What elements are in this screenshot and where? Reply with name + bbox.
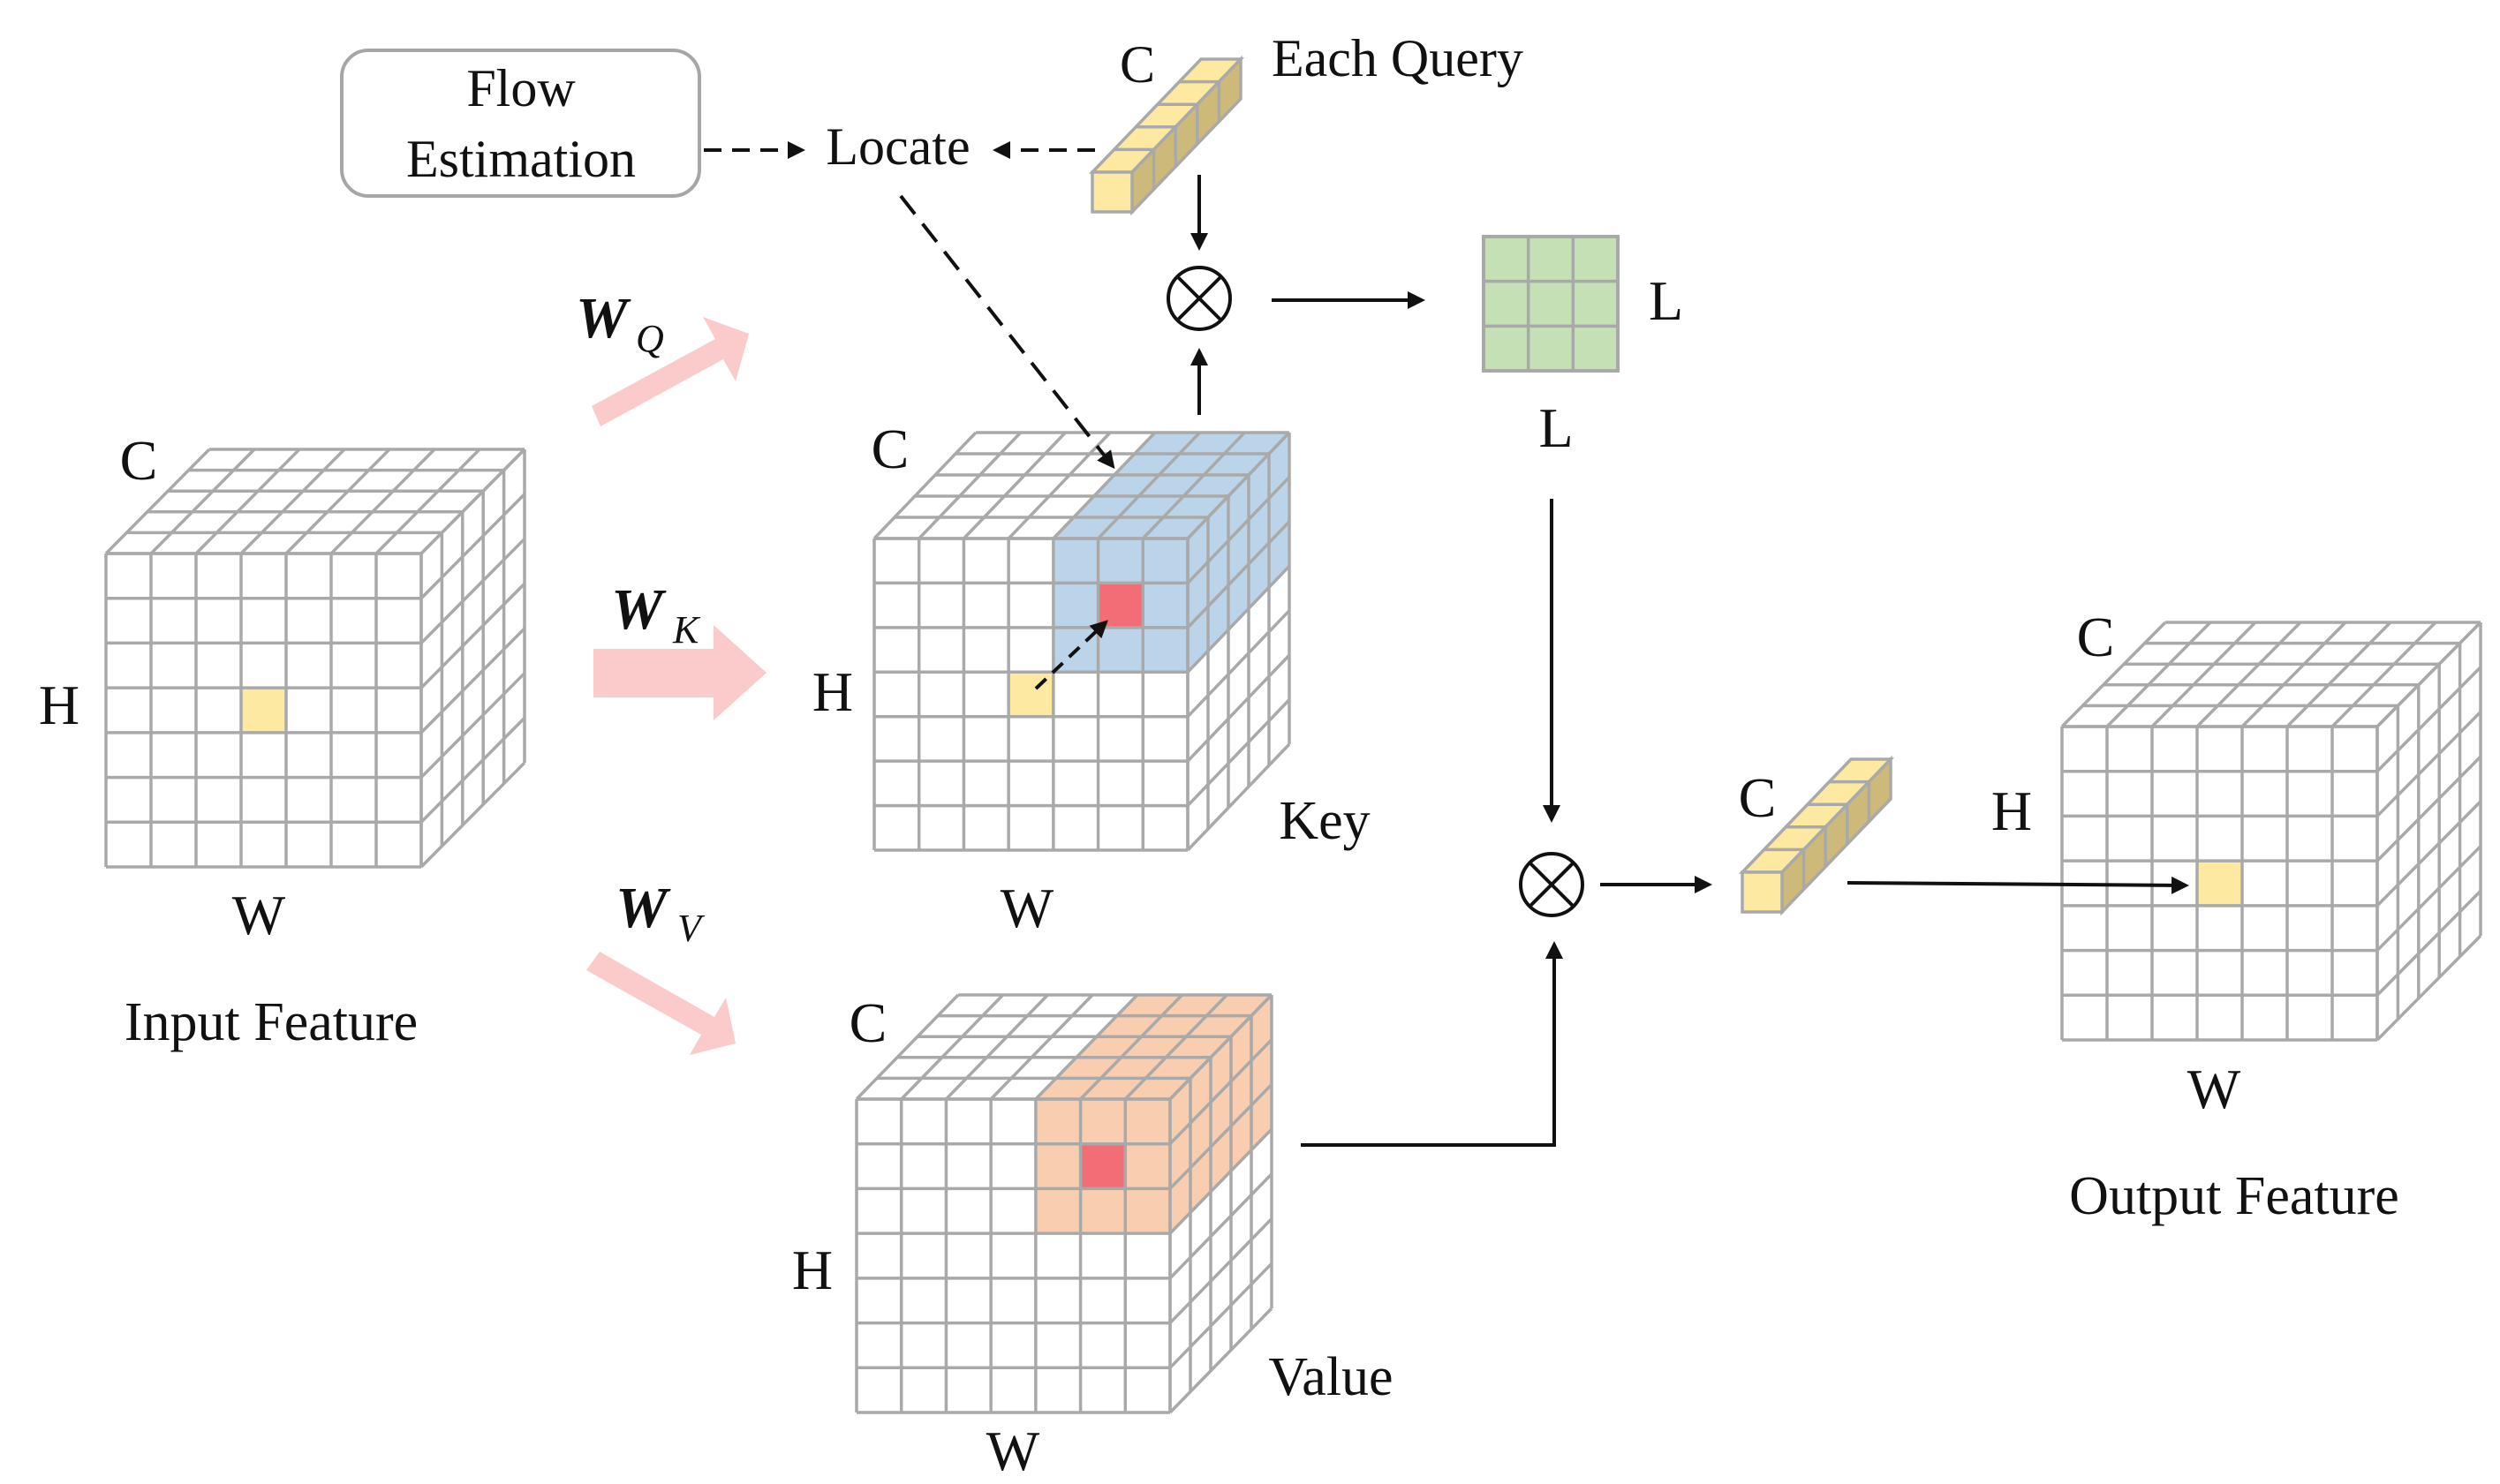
wk-subscript: K	[672, 608, 701, 652]
key-offset-arrow	[1034, 620, 1108, 690]
multiply-icon	[1167, 266, 1232, 331]
wv-projection-arrow	[586, 952, 736, 1055]
output-feature-cube	[2060, 621, 2482, 1042]
multiply-icon-2	[1519, 852, 1584, 917]
flow-estimation-label-line2: Estimation	[406, 130, 636, 188]
input-c-label: C	[120, 429, 158, 492]
output-vector-c-label: C	[1739, 766, 1777, 829]
l-bottom-label: L	[1538, 396, 1573, 459]
input-w-label: W	[232, 884, 286, 946]
value-w-label: W	[986, 1420, 1040, 1482]
input-feature-caption: Input Feature	[125, 992, 418, 1052]
key-caption: Key	[1279, 791, 1370, 851]
output-vector	[1738, 755, 1895, 916]
l-matrix	[1482, 235, 1620, 373]
value-h-label: H	[792, 1239, 833, 1301]
key-w-label: W	[1001, 877, 1054, 939]
key-cube	[872, 431, 1291, 852]
wv-subscript: V	[677, 907, 706, 950]
output-w-label: W	[2187, 1058, 2241, 1120]
flow-estimation-label-line1: Flow	[466, 59, 576, 117]
value-c-label: C	[850, 991, 887, 1054]
value-caption: Value	[1268, 1347, 1393, 1407]
locate-label: Locate	[826, 117, 970, 176]
wk-label: W	[611, 577, 667, 642]
key-c-label: C	[872, 418, 910, 480]
wv-label: W	[616, 876, 671, 940]
each-query-label: Each Query	[1272, 29, 1523, 87]
input-feature-cube	[104, 448, 526, 869]
input-h-label: H	[39, 674, 79, 736]
l-side-label: L	[1649, 269, 1683, 332]
wq-projection-arrow	[592, 317, 749, 426]
locate-to-key-arrow	[899, 194, 1115, 470]
output-c-label: C	[2077, 606, 2115, 668]
value-to-mult2-arrow	[1301, 941, 1563, 1147]
wq-label: W	[576, 286, 631, 350]
wq-subscript: Q	[636, 317, 664, 360]
vector-to-output-arrow	[1847, 876, 2189, 894]
query-c-label: C	[1120, 35, 1155, 94]
value-cube	[855, 993, 1273, 1414]
query-vector	[1088, 55, 1245, 216]
wk-projection-arrow	[593, 625, 767, 720]
key-h-label: H	[812, 660, 853, 723]
output-feature-caption: Output Feature	[2069, 1166, 2399, 1226]
flow-estimation-box	[340, 49, 701, 198]
output-h-label: H	[1991, 780, 2032, 842]
